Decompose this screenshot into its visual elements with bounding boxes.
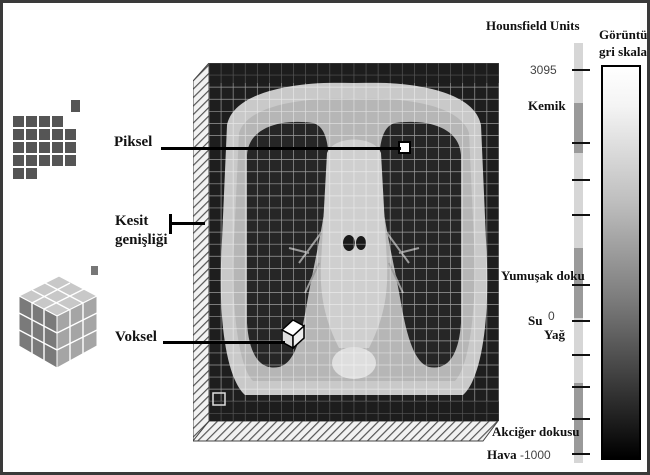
bone-label: Kemik bbox=[528, 98, 566, 114]
voxel-cube-illustration bbox=[11, 258, 106, 378]
slice-thickness-label-2: genişliği bbox=[115, 232, 168, 249]
slice-thickness-leader-tick bbox=[169, 214, 172, 234]
scale-zero-value: 0 bbox=[548, 309, 555, 323]
voxel-leader bbox=[163, 341, 285, 344]
fat-label: Yağ bbox=[544, 327, 565, 343]
hounsfield-units-title: Hounsfield Units bbox=[486, 18, 580, 34]
slice-thickness-label-1: Kesit bbox=[115, 213, 148, 230]
ct-slice-image bbox=[209, 63, 499, 421]
voxel-label: Voksel bbox=[115, 329, 157, 346]
pixel-leader bbox=[161, 147, 401, 150]
voxel-marker bbox=[279, 316, 307, 350]
pixel-label: Piksel bbox=[114, 134, 152, 151]
water-label: Su bbox=[528, 313, 542, 329]
scale-max-value: 3095 bbox=[530, 63, 557, 77]
grayscale-gradient-bar bbox=[601, 65, 641, 460]
pixel-grid-illustration bbox=[11, 98, 101, 198]
lung-tissue-label: Akciğer dokusu bbox=[492, 424, 580, 440]
grayscale-title-2: gri skala bbox=[599, 44, 647, 60]
scale-min-value: -1000 bbox=[520, 448, 551, 462]
slice-thickness-leader bbox=[171, 222, 205, 225]
grayscale-title-1: Görüntü bbox=[599, 27, 647, 43]
air-label: Hava bbox=[487, 447, 517, 463]
soft-tissue-label: Yumuşak doku bbox=[501, 268, 585, 284]
